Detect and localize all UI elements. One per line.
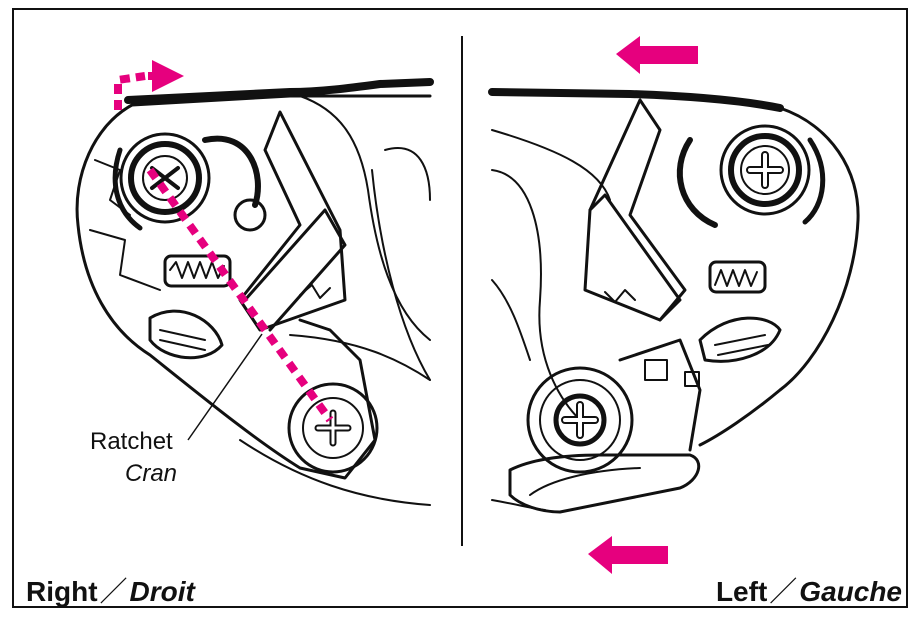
dashed-rotation-indicator [114,72,146,110]
caption-left-fr: Gauche [799,576,902,607]
caption-right: Right／Droit [26,570,195,610]
caption-left-en: Left [715,576,768,607]
ratchet-pointer-line [187,333,263,441]
caption-right-fr: Droit [129,576,195,607]
ratchet-label-fr: Cran [125,460,178,487]
caption-left: Left／Gauche [716,570,902,610]
dashed-alignment-line [146,167,334,423]
caption-separator: ／ [99,576,128,607]
arrow-left-icon-bottom [588,536,668,574]
arrow-left-icon-top [616,36,698,74]
caption-separator: ／ [769,576,798,607]
caption-right-en: Right [26,576,98,607]
left-side-mechanism [488,88,860,514]
ratchet-label: Ratchet [90,428,173,455]
